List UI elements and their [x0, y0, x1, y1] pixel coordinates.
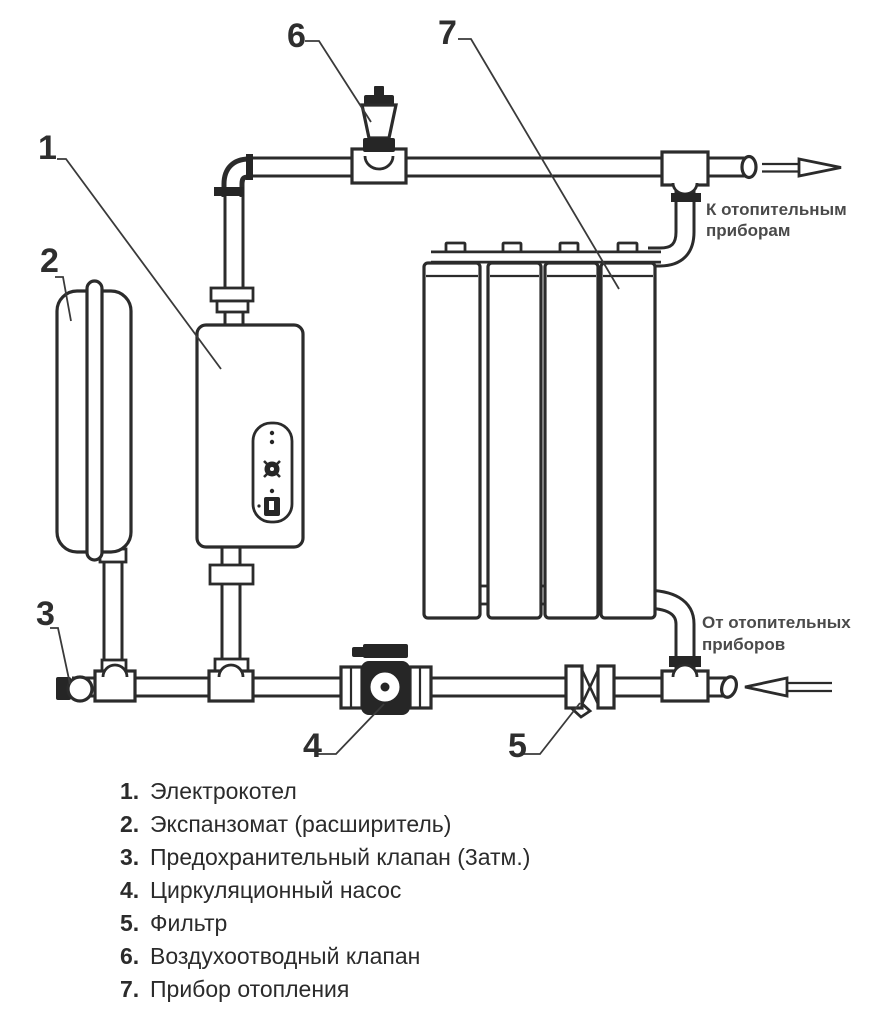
legend-item-label: Прибор отопления	[150, 976, 350, 1002]
legend-item: 3. Предохранительный клапан (3атм.)	[120, 841, 530, 874]
callout-7: 7	[438, 14, 457, 52]
legend-item-number: 7.	[120, 976, 140, 1002]
tee-dome	[671, 182, 699, 196]
tank-tee	[93, 663, 137, 703]
indicator-light-icon	[269, 439, 275, 445]
pump-cable-tab	[352, 647, 366, 657]
legend: 1. Электрокотел 2. Экспанзомат (расширит…	[120, 775, 530, 1006]
legend-item-label: Циркуляционный насос	[150, 877, 402, 903]
elbow-socket	[246, 154, 253, 180]
return-tee	[660, 663, 710, 703]
callout-4: 4	[303, 727, 322, 765]
arrow-head-left-icon	[744, 676, 789, 698]
radiator-section	[599, 261, 657, 620]
supply-tee	[660, 150, 710, 202]
drop-collar	[671, 193, 701, 202]
valve-cap	[56, 677, 71, 700]
indicator-light-icon	[269, 488, 275, 494]
boiler-tee	[207, 663, 255, 703]
radiator-section	[422, 261, 482, 620]
thermostat-knob	[263, 460, 281, 478]
tee-dome	[671, 663, 699, 678]
legend-item: 2. Экспанзомат (расширитель)	[120, 808, 530, 841]
legend-item: 4. Циркуляционный насос	[120, 874, 530, 907]
valve-cap	[364, 95, 394, 105]
union-fitting-lower	[215, 299, 250, 314]
callout-leaders	[50, 38, 620, 755]
filter	[564, 664, 616, 719]
pipe-fittings	[93, 147, 710, 703]
tee-dome	[217, 663, 245, 678]
union-fitting-upper	[209, 286, 255, 303]
legend-item: 6. Воздухоотводный клапан	[120, 940, 530, 973]
return-flow-arrow	[719, 675, 832, 699]
callout-numbers: 1 2 3 4 5 6 7	[36, 14, 527, 765]
legend-item-number: 1.	[120, 778, 140, 804]
boiler-bottom-flange	[208, 563, 255, 586]
supply-elbow	[214, 154, 253, 197]
valve-funnel	[360, 103, 398, 140]
return-tee-collar	[669, 656, 701, 667]
arrow-head-right-icon	[797, 157, 842, 178]
circulation-pump	[339, 644, 433, 715]
filter-collar	[564, 664, 584, 710]
tee-dome	[363, 155, 395, 171]
pipe-open-end	[740, 154, 758, 180]
filter-collar	[596, 664, 616, 710]
leader-6	[305, 40, 372, 123]
callout-6: 6	[287, 17, 306, 55]
legend-item-number: 4.	[120, 877, 140, 903]
supply-flow-arrow	[740, 154, 842, 180]
legend-item-number: 3.	[120, 844, 140, 870]
valve-collar	[363, 138, 395, 152]
legend-item-number: 2.	[120, 811, 140, 837]
pump-terminal-box	[363, 644, 408, 658]
legend-item-label: Предохранительный клапан (3атм.)	[150, 844, 531, 870]
valve-nub	[374, 86, 384, 96]
legend-item-number: 5.	[120, 910, 140, 936]
legend-item: 5. Фильтр	[120, 907, 530, 940]
legend-item-label: Фильтр	[150, 910, 228, 936]
return-label-line1: От отопительных	[702, 613, 851, 632]
radiator	[422, 241, 661, 620]
valve-nut	[66, 675, 94, 703]
tank-stem	[85, 279, 104, 562]
leader-3	[50, 627, 71, 685]
supply-label-line1: К отопительным	[706, 200, 847, 219]
air-valve-tee	[350, 147, 408, 185]
leader-5	[521, 702, 581, 755]
tee-dome	[101, 663, 129, 678]
pump-shaft	[380, 682, 390, 692]
legend-item: 7. Прибор отопления	[120, 973, 530, 1006]
callout-3: 3	[36, 595, 55, 633]
legend-item: 1. Электрокотел	[120, 775, 530, 808]
leader-4	[315, 703, 385, 755]
boiler	[195, 323, 305, 549]
leader-7	[458, 38, 620, 290]
return-label-line2: приборов	[702, 635, 785, 654]
elbow-flange	[214, 187, 244, 196]
indicator-light-icon	[269, 430, 275, 436]
supply-label-line2: приборам	[706, 221, 790, 240]
callout-1: 1	[38, 129, 57, 167]
air-vent-valve	[360, 86, 398, 152]
radiator-section	[486, 261, 543, 620]
legend-item-number: 6.	[120, 943, 140, 969]
legend-item-label: Электрокотел	[150, 778, 297, 804]
radiator-section	[543, 261, 600, 620]
callout-5: 5	[508, 727, 527, 765]
callout-2: 2	[40, 242, 59, 280]
leader-1	[57, 158, 222, 370]
safety-valve	[56, 675, 94, 703]
flow-labels: К отопительным приборам От отопительных …	[702, 200, 851, 654]
legend-item-label: Воздухоотводный клапан	[150, 943, 421, 969]
expansion-tank	[55, 279, 133, 562]
pipe-open-end	[719, 675, 739, 699]
leader-2	[55, 276, 72, 322]
legend-item-label: Экспанзомат (расширитель)	[150, 811, 452, 837]
